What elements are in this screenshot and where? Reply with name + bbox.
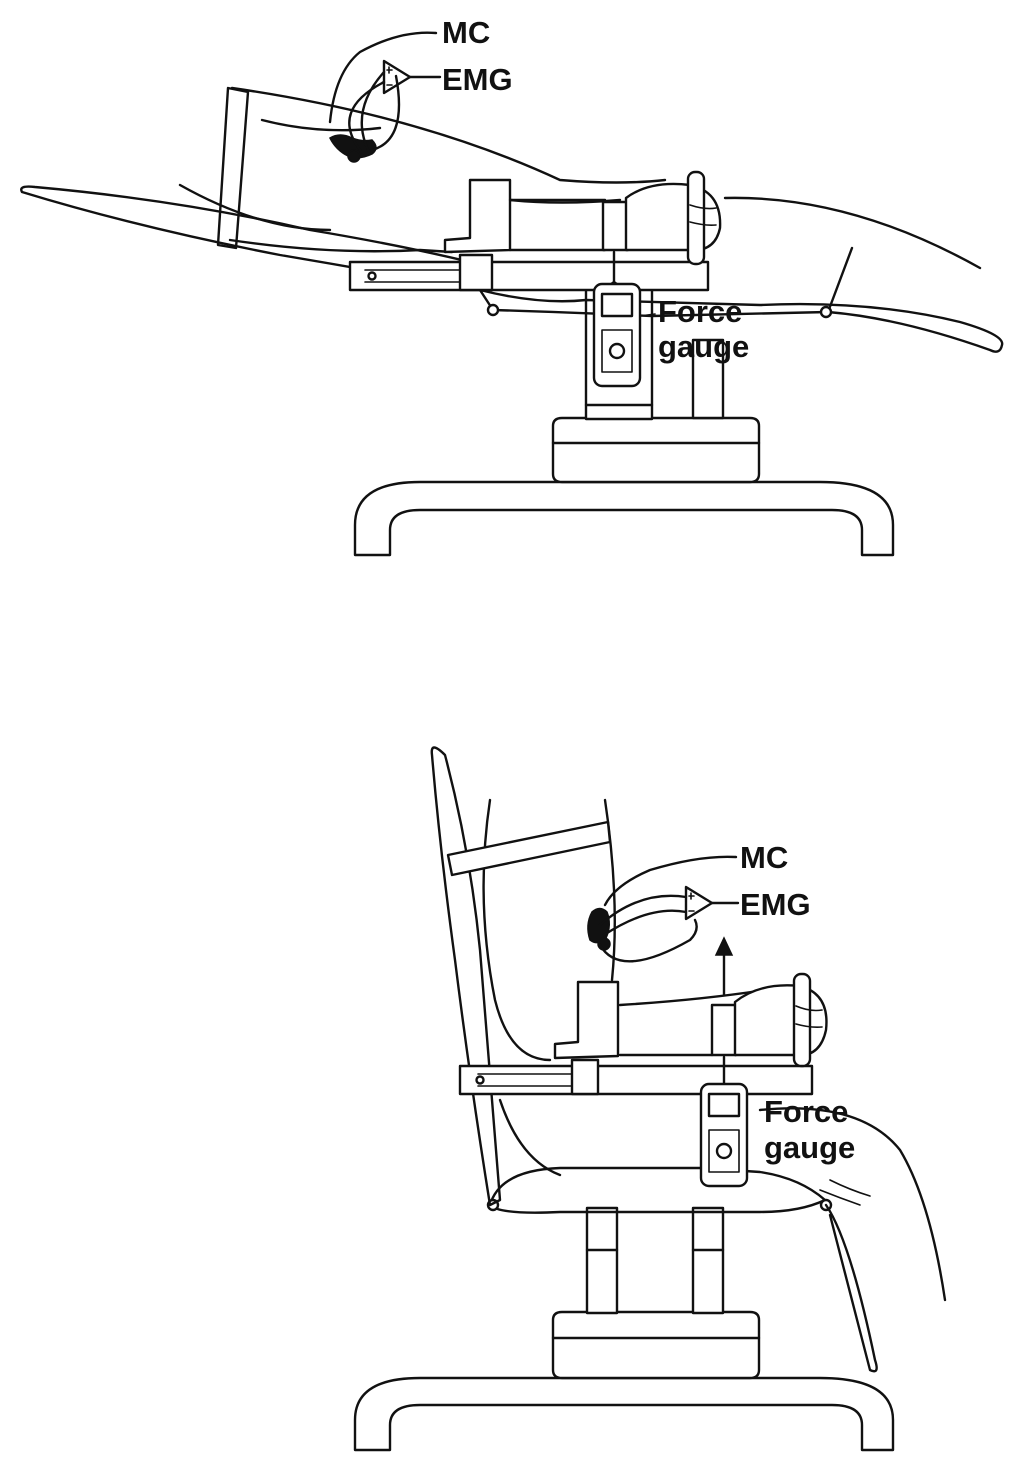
top-force-gauge-label-line2: gauge xyxy=(658,329,749,364)
bottom-force-gauge xyxy=(699,1055,749,1188)
top-force-gauge-label-line1: Force xyxy=(658,294,742,329)
bottom-emg-label: EMG xyxy=(740,887,811,922)
top-force-gauge xyxy=(592,250,642,388)
bottom-emg-amplifier-icon xyxy=(598,885,714,963)
bottom-emg-electrode xyxy=(587,907,611,951)
bottom-forearm-hand xyxy=(710,972,828,1068)
top-body-arm xyxy=(178,86,982,270)
bottom-direction-arrow-icon xyxy=(714,936,734,997)
bottom-mc-label: MC xyxy=(740,840,788,875)
top-emg-electrode xyxy=(329,134,377,163)
top-panel-supine-setup: MC EMG Force gauge xyxy=(20,15,1004,557)
bottom-elbow-support xyxy=(553,980,620,1060)
top-elbow-support xyxy=(443,178,512,254)
top-chair-base xyxy=(353,288,895,557)
bottom-force-gauge-label-line1: Force xyxy=(764,1094,848,1129)
top-gauge-leader-line xyxy=(639,313,656,317)
bottom-arm-strap xyxy=(446,820,612,877)
bottom-backrest xyxy=(430,746,502,1207)
bottom-seat-cushion xyxy=(486,1166,878,1373)
top-arm-rail xyxy=(348,253,710,292)
bottom-mc-leader-line xyxy=(603,855,738,907)
bottom-arm-rail xyxy=(458,1058,814,1096)
top-arm-strap xyxy=(216,86,250,250)
bottom-panel-seated-setup: MC EMG Force gauge xyxy=(353,746,947,1452)
top-backrest xyxy=(20,185,482,292)
top-mc-leader-line xyxy=(328,31,438,124)
top-mc-label: MC xyxy=(442,15,490,50)
bottom-chair-base xyxy=(353,1206,895,1452)
top-forearm-hand xyxy=(508,170,722,266)
top-emg-amplifier-icon xyxy=(348,59,412,152)
bottom-force-gauge-label-line2: gauge xyxy=(764,1130,855,1165)
top-emg-label: EMG xyxy=(442,62,513,97)
